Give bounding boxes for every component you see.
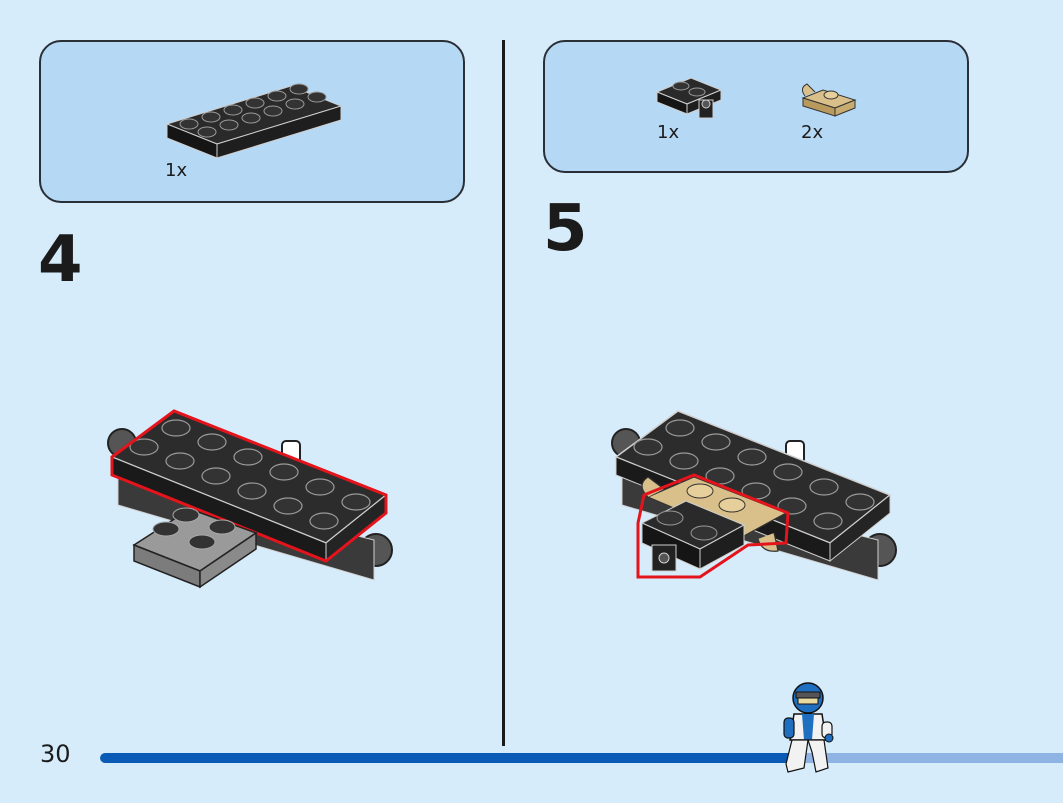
page-number: 30 [40, 740, 71, 768]
car-base-step5-icon [611, 410, 897, 581]
step-number: 4 [38, 223, 83, 297]
black-2x6-plate-icon [165, 83, 343, 159]
tan-1x1-clip-plate-icon [801, 83, 857, 117]
step-number: 5 [543, 192, 588, 266]
parts-callout-step-5: 1x 2x [543, 40, 969, 173]
car-base-step4-icon [107, 409, 393, 589]
racer-minifigure-icon [783, 682, 834, 773]
part-quantity: 2x [801, 122, 824, 143]
part-quantity: 1x [657, 122, 680, 143]
progress-bar-fill [100, 753, 803, 763]
progress-bar [100, 753, 1063, 763]
black-1x2-plate-with-pin-hole-icon [655, 77, 723, 119]
part-quantity: 1x [165, 160, 188, 181]
step-divider [502, 40, 505, 746]
parts-callout-step-4: 1x [39, 40, 465, 203]
